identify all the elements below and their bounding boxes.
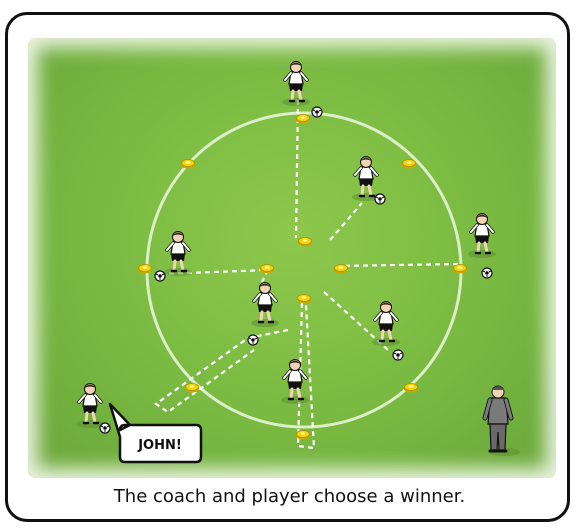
coach-icon (482, 385, 520, 456)
cone-icon (297, 237, 313, 247)
players (74, 59, 498, 430)
player-icon (350, 154, 382, 203)
player-icon (74, 381, 106, 430)
cone-icon (137, 264, 153, 274)
player-icon (370, 299, 402, 348)
soccer-ball-icon (392, 349, 404, 361)
soccer-ball-icon (374, 193, 386, 205)
speech-bubble: JOHN! (108, 402, 203, 464)
cone-icon (403, 383, 419, 393)
center-circle (145, 111, 463, 429)
player-icon (249, 280, 281, 329)
cone-icon (452, 264, 468, 274)
player-icon (280, 59, 312, 108)
soccer-ball-icon (99, 422, 111, 434)
soccer-ball-icon (481, 267, 493, 279)
soccer-ball-icon (311, 106, 323, 118)
cone-icon (259, 264, 275, 274)
player-icon (466, 211, 498, 260)
cone-icon (296, 294, 312, 304)
pitch (28, 38, 556, 478)
cone-icon (401, 159, 417, 169)
cone-icon (184, 383, 200, 393)
speech-bubble-text: JOHN! (137, 438, 182, 453)
cone-icon (295, 114, 311, 124)
cone-icon (180, 159, 196, 169)
cone-icon (295, 430, 311, 440)
player-icon (279, 357, 311, 406)
cone-icon (333, 264, 349, 274)
soccer-ball-icon (247, 334, 259, 346)
caption: The coach and player choose a winner. (113, 486, 466, 507)
player-icon (162, 229, 194, 278)
soccer-ball-icon (154, 270, 166, 282)
